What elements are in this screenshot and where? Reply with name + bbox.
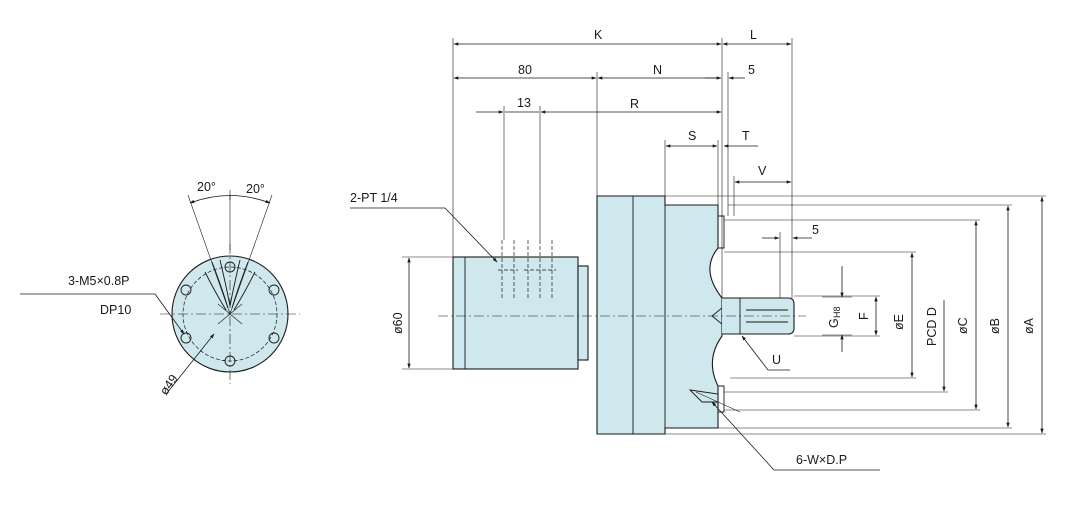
- dim-13-label: 13: [517, 96, 531, 110]
- dim-R-label: R: [630, 97, 639, 111]
- dim-E-label: øE: [892, 314, 906, 330]
- dim-S-label: S: [688, 129, 696, 143]
- port-label: 2-PT 1/4: [350, 191, 398, 205]
- end-view: 20° 20° 3-M5×0.8P DP10 ø49: [20, 180, 300, 398]
- flange-body: [596, 195, 723, 435]
- dim-5-mid-label: 5: [812, 223, 819, 237]
- mounting-holes: [180, 261, 280, 367]
- dim-80-label: 80: [518, 63, 532, 77]
- depth-label: DP10: [100, 303, 131, 317]
- pcd-dia-label: ø49: [157, 372, 181, 398]
- dim-PCD-label: PCD D: [925, 307, 939, 346]
- dim-B-label: øB: [988, 318, 1002, 334]
- dim-T-label: T: [742, 129, 750, 143]
- bolt-circle: [182, 266, 278, 362]
- dim-F-label: F: [857, 312, 871, 320]
- rear-cylinder: [452, 256, 579, 370]
- angle-left-label: 20°: [197, 180, 216, 194]
- thread-label: 3-M5×0.8P: [68, 274, 130, 288]
- angle-right-label: 20°: [246, 182, 265, 196]
- dim-L-label: L: [750, 28, 757, 42]
- dim-K-label: K: [594, 28, 603, 42]
- dim-5-top-label: 5: [748, 63, 755, 77]
- dim-U-label: U: [772, 353, 781, 367]
- dim-A-label: øA: [1022, 317, 1036, 334]
- dim-G-sub-label: H8: [832, 306, 842, 318]
- dim-N-label: N: [653, 63, 662, 77]
- ports-hidden: [498, 240, 556, 300]
- dia-60-label: ø60: [391, 312, 405, 334]
- dim-G-label: G: [827, 318, 841, 328]
- main-view: ø60 2-PT 1/4 K L 80 N 5 13 R: [350, 28, 1046, 471]
- dim-C-label: øC: [956, 317, 970, 334]
- holes-label: 6-W×D.P: [796, 453, 847, 467]
- dim-V-label: V: [758, 164, 767, 178]
